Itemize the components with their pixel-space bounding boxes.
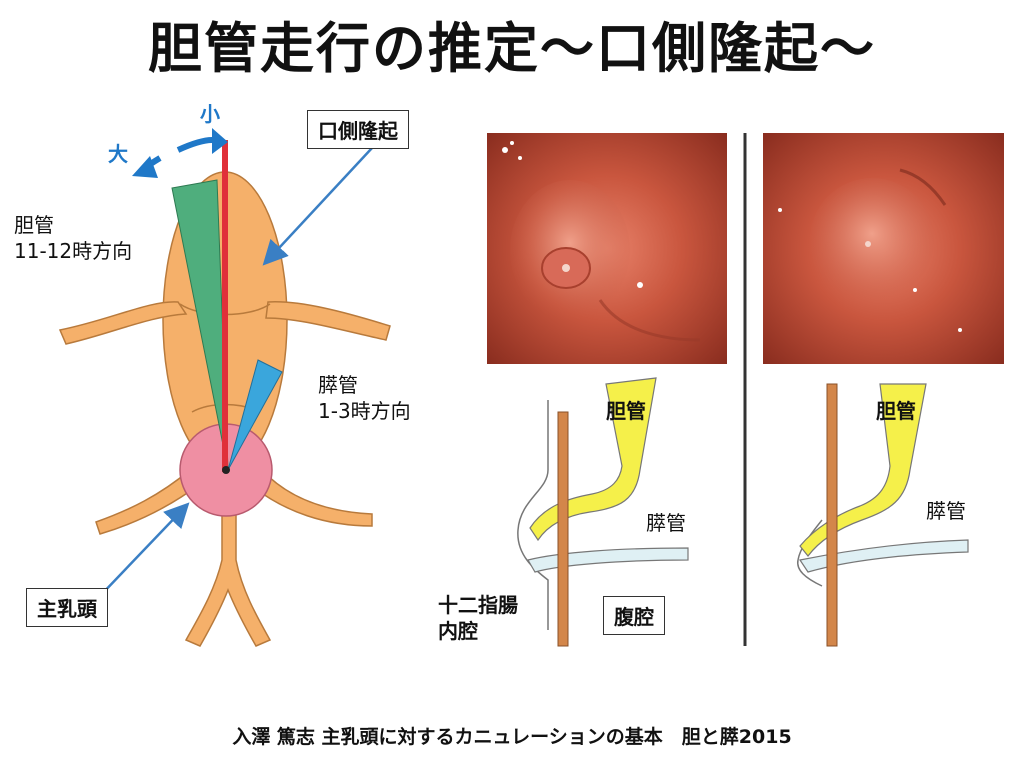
- duodenal-lumen-label-line2: 内腔: [438, 619, 478, 643]
- schema1-bile-label: 胆管: [606, 399, 646, 423]
- schema2-bile-label: 胆管: [876, 399, 916, 423]
- size-direction-arrow: [132, 128, 228, 178]
- pancreatic-duct-label: 膵管 1-3時方向: [318, 372, 411, 424]
- large-label: 大: [108, 142, 128, 166]
- endoscopy-image-2: [763, 133, 1004, 364]
- pancreatic-duct-sector: [227, 359, 283, 471]
- page-title: 胆管走行の推定～口側隆起～: [148, 17, 876, 80]
- abdominal-cavity-label: 腹腔: [603, 596, 665, 635]
- orifice-dot: [222, 466, 230, 474]
- main-papilla-label: 主乳頭: [26, 588, 108, 627]
- bile-duct-label-line1: 胆管: [14, 213, 54, 237]
- pancreatic-duct-label-line1: 膵管: [318, 373, 358, 397]
- duct-schema-2: [797, 383, 969, 647]
- duodenal-lumen-label: 十二指腸 内腔: [438, 592, 518, 644]
- duct-schema-1: [517, 377, 689, 647]
- bile-duct-label-line2: 11-12時方向: [14, 239, 133, 263]
- main-papilla-arrow: [99, 502, 190, 597]
- oral-bulge-arrow: [262, 147, 373, 266]
- pancreatic-duct-label-line2: 1-3時方向: [318, 399, 411, 423]
- oral-bulge-label: 口側隆起: [307, 110, 409, 149]
- schema1-pancreatic-label: 膵管: [646, 511, 686, 535]
- endoscopy-image-1: [487, 133, 727, 364]
- schema2-pancreatic-label: 膵管: [926, 499, 966, 523]
- duodenal-lumen-label-line1: 十二指腸: [438, 593, 518, 617]
- small-label: 小: [200, 102, 220, 126]
- citation: 入澤 篤志 主乳頭に対するカニュレーションの基本 胆と膵2015: [232, 726, 792, 748]
- bile-axis-line: [222, 140, 228, 472]
- bile-duct-label: 胆管 11-12時方向: [14, 212, 132, 264]
